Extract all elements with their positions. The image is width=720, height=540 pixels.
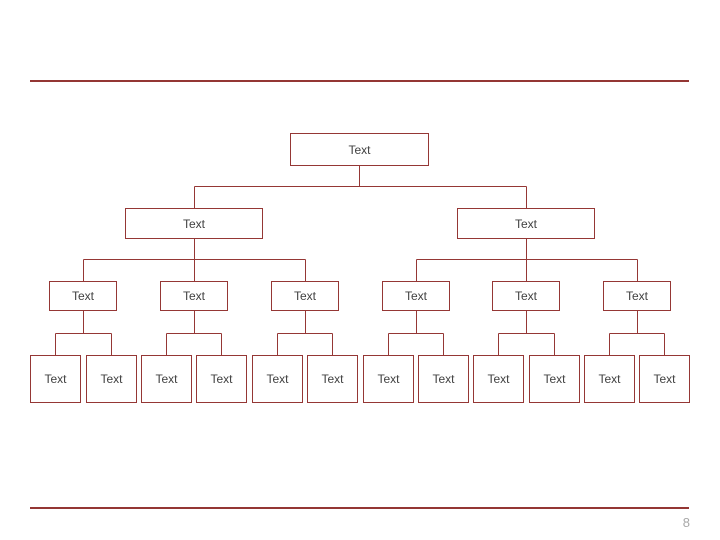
org-box-level4-10[interactable]: Text — [529, 355, 580, 403]
org-box-level4-3[interactable]: Text — [141, 355, 192, 403]
org-box-level3-4[interactable]: Text — [382, 281, 450, 311]
org-box-label: Text — [100, 372, 123, 386]
org-box-level2-2[interactable]: Text — [457, 208, 595, 239]
org-box-level4-1[interactable]: Text — [30, 355, 81, 403]
org-box-label: Text — [404, 289, 427, 303]
org-box-level4-6[interactable]: Text — [307, 355, 358, 403]
org-box-label: Text — [71, 289, 94, 303]
org-box-level4-2[interactable]: Text — [86, 355, 137, 403]
org-box-label: Text — [598, 372, 621, 386]
org-box-label: Text — [155, 372, 178, 386]
org-box-level1-1[interactable]: Text — [290, 133, 429, 166]
org-box-label: Text — [514, 289, 537, 303]
org-box-label: Text — [44, 372, 67, 386]
org-box-level4-5[interactable]: Text — [252, 355, 303, 403]
org-box-label: Text — [348, 142, 371, 157]
org-box-level4-9[interactable]: Text — [473, 355, 524, 403]
top-divider-line — [30, 80, 689, 82]
org-box-label: Text — [321, 372, 344, 386]
bottom-divider-line — [30, 507, 689, 509]
org-box-label: Text — [377, 372, 400, 386]
org-box-label: Text — [625, 289, 648, 303]
org-box-label: Text — [432, 372, 455, 386]
org-box-level2-1[interactable]: Text — [125, 208, 263, 239]
connector-lines — [55, 166, 665, 355]
org-box-level3-6[interactable]: Text — [603, 281, 671, 311]
org-box-level4-8[interactable]: Text — [418, 355, 469, 403]
org-box-level4-7[interactable]: Text — [363, 355, 414, 403]
org-box-label: Text — [653, 372, 676, 386]
org-box-label: Text — [182, 216, 205, 231]
org-box-label: Text — [210, 372, 233, 386]
org-box-level4-11[interactable]: Text — [584, 355, 635, 403]
org-box-level3-3[interactable]: Text — [271, 281, 339, 311]
org-box-level3-2[interactable]: Text — [160, 281, 228, 311]
org-box-label: Text — [266, 372, 289, 386]
org-box-label: Text — [514, 216, 537, 231]
page-number: 8 — [682, 515, 690, 530]
org-box-label: Text — [293, 289, 316, 303]
org-box-level4-12[interactable]: Text — [639, 355, 690, 403]
org-box-level3-1[interactable]: Text — [49, 281, 117, 311]
org-box-level3-5[interactable]: Text — [492, 281, 560, 311]
org-box-level4-4[interactable]: Text — [196, 355, 247, 403]
org-box-label: Text — [487, 372, 510, 386]
org-box-label: Text — [543, 372, 566, 386]
org-box-label: Text — [182, 289, 205, 303]
